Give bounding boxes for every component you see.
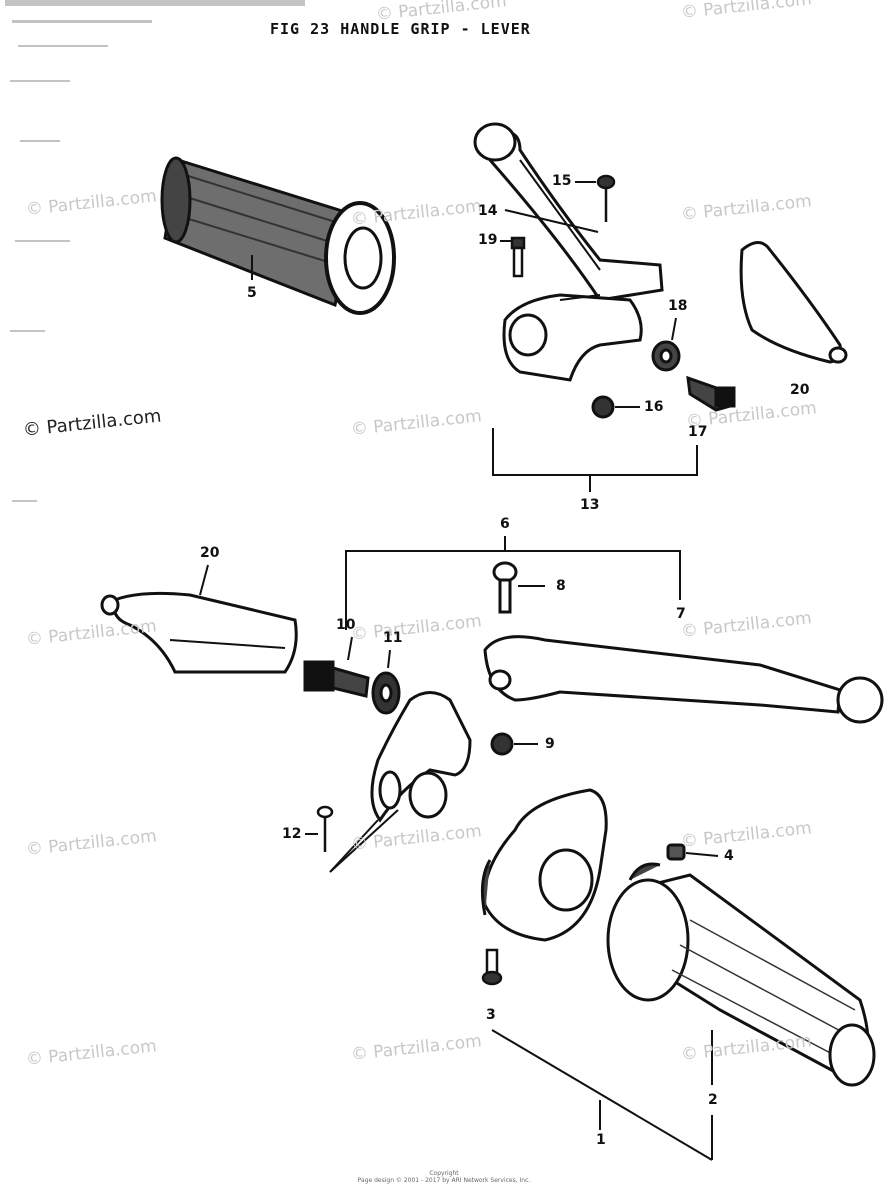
callout-part-8: 8 <box>556 578 566 594</box>
bolt-part-15 <box>596 174 616 222</box>
callout-part-16: 16 <box>644 399 664 415</box>
callout-part-19: 19 <box>478 232 498 248</box>
lever-cover-part-20-left <box>100 591 298 674</box>
washer-part-18 <box>651 340 681 372</box>
scan-noise <box>5 0 305 502</box>
nut-part-9 <box>490 732 514 756</box>
washer-part-11 <box>371 671 401 715</box>
bracket-1 <box>491 1029 713 1161</box>
callout-part-12: 12 <box>282 826 302 842</box>
lever-part-7 <box>483 635 884 724</box>
left-handle-grip-part-5 <box>160 156 396 315</box>
bolt-part-10 <box>303 660 370 698</box>
footer-line-2: Page design © 2001 - 2017 by ARI Network… <box>357 1177 531 1184</box>
upper-lever-holder <box>502 293 643 382</box>
callout-part-3: 3 <box>486 1007 496 1023</box>
throttle-housing <box>480 788 608 942</box>
callout-part-7: 7 <box>676 606 686 622</box>
screw-part-12 <box>316 805 334 852</box>
bolt-part-17 <box>686 375 736 412</box>
lever-cover-part-20-upper <box>739 241 848 364</box>
lower-lever-holder <box>370 691 472 823</box>
throttle-grip-part-2 <box>606 862 876 1087</box>
callout-part-1: 1 <box>596 1132 606 1148</box>
bracket-13 <box>492 428 698 492</box>
callout-part-4: 4 <box>724 848 734 864</box>
callout-part-15: 15 <box>552 173 572 189</box>
callout-part-18: 18 <box>668 298 688 314</box>
bolt-part-8 <box>492 561 518 614</box>
callout-part-6: 6 <box>500 516 510 532</box>
screw-part-3 <box>481 948 503 986</box>
callout-part-17: 17 <box>688 424 708 440</box>
callout-part-9: 9 <box>545 736 555 752</box>
callout-part-2: 2 <box>708 1092 718 1108</box>
callout-part-20-left: 20 <box>200 545 220 561</box>
callout-part-20-upper: 20 <box>790 382 810 398</box>
screw-part-4 <box>666 843 686 861</box>
callout-part-10: 10 <box>336 617 356 633</box>
bolt-part-19 <box>510 236 526 278</box>
callout-part-11: 11 <box>383 630 403 646</box>
copyright-footer: Copyright Page design © 2001 - 2017 by A… <box>0 1170 888 1184</box>
footer-line-1: Copyright <box>429 1170 459 1177</box>
upper-lever-part-14 <box>473 122 664 302</box>
figure-title: FIG 23 HANDLE GRIP - LEVER <box>270 20 531 38</box>
callout-part-13: 13 <box>580 497 600 513</box>
bracket-6 <box>345 536 681 630</box>
callout-part-5: 5 <box>247 285 257 301</box>
callout-part-14: 14 <box>478 203 498 219</box>
nut-part-16 <box>591 395 615 419</box>
